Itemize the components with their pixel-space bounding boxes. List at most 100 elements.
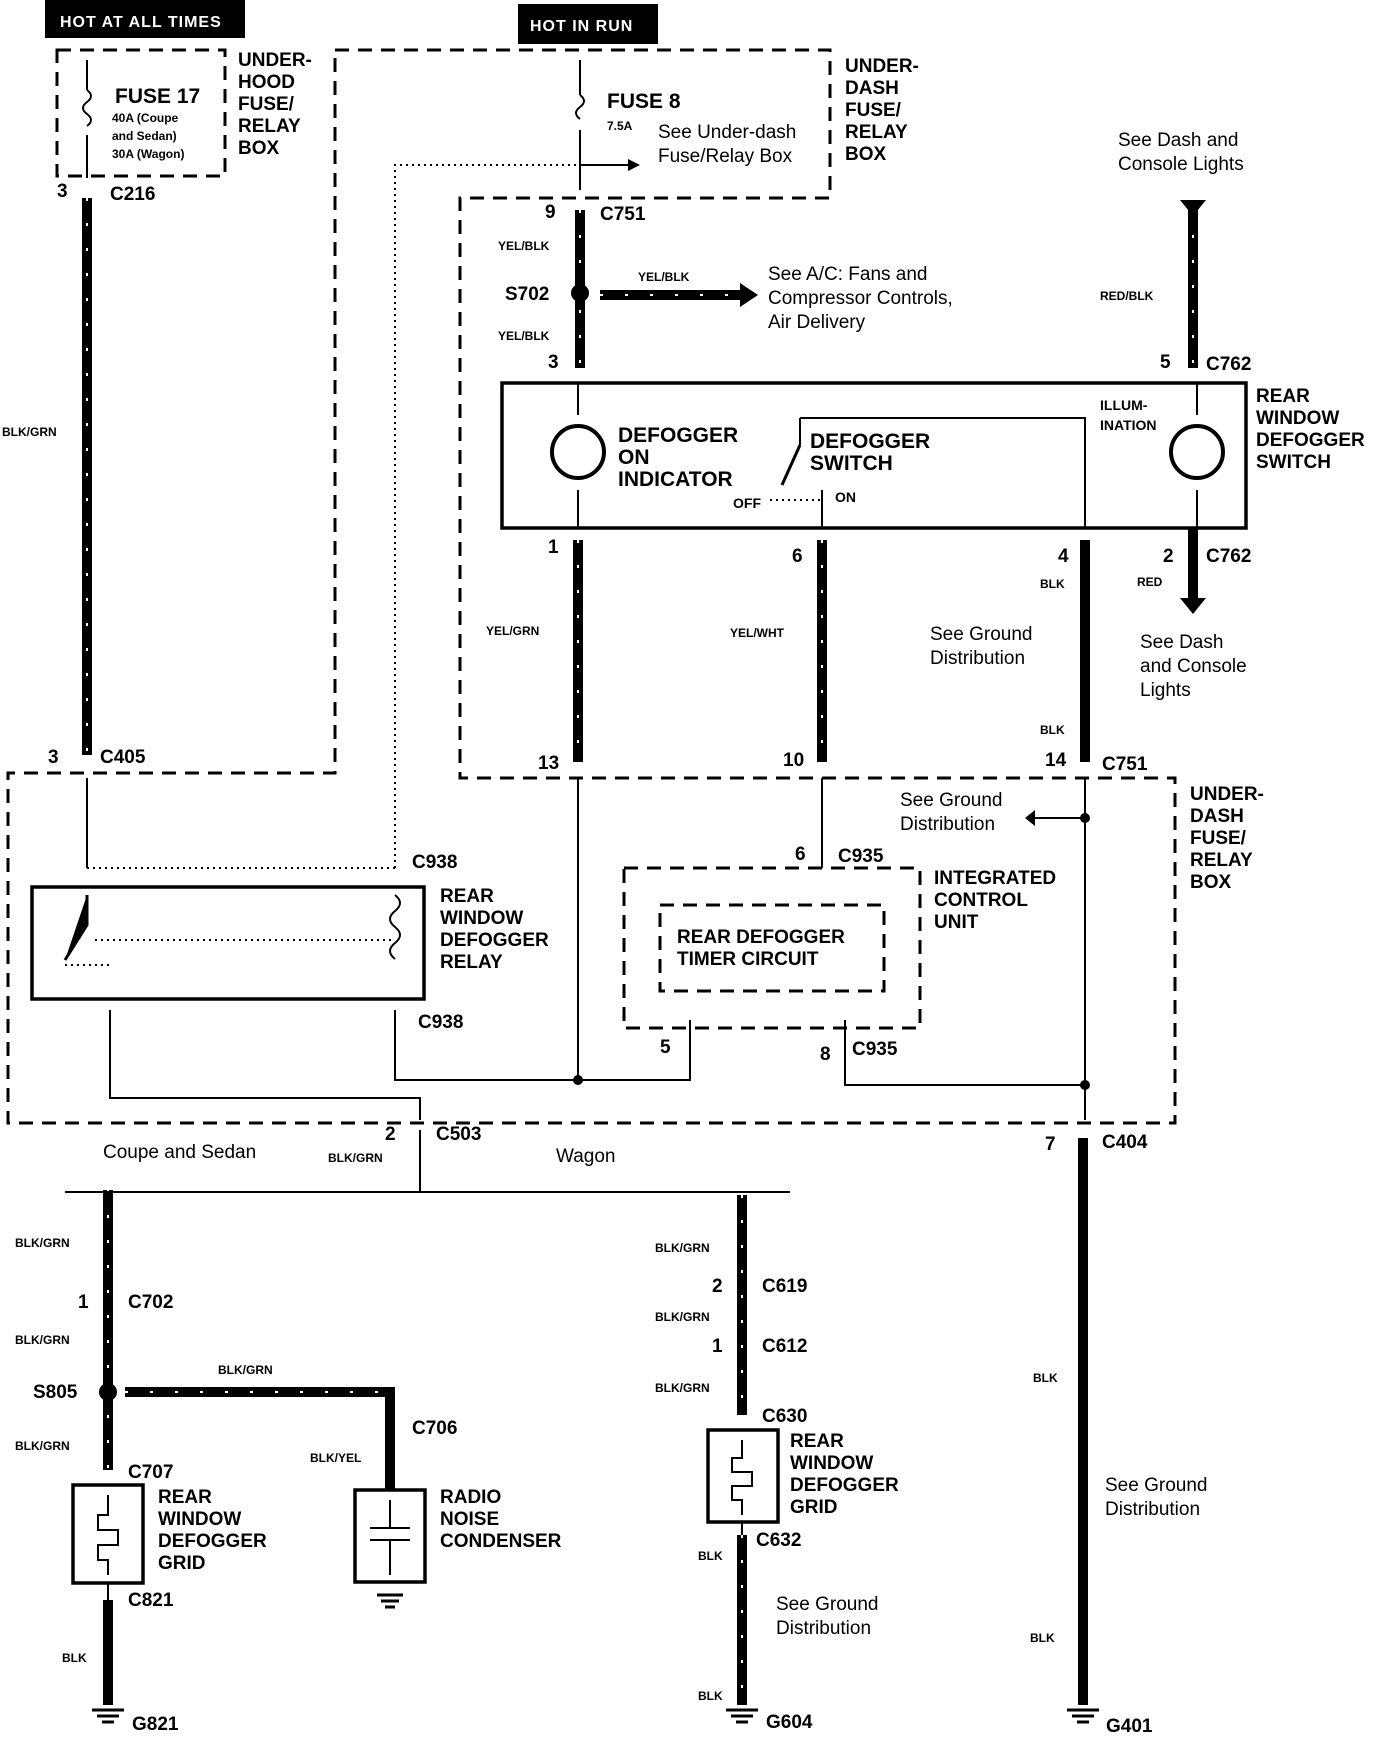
svg-text:DEFOGGER: DEFOGGER xyxy=(618,424,738,447)
svg-text:C404: C404 xyxy=(1102,1132,1148,1153)
svg-text:8: 8 xyxy=(820,1044,831,1065)
svg-text:BOX: BOX xyxy=(1190,872,1232,893)
svg-text:40A (Coupe: 40A (Coupe xyxy=(112,111,179,125)
svg-text:6: 6 xyxy=(792,546,803,567)
svg-text:2: 2 xyxy=(712,1276,723,1297)
svg-text:WINDOW: WINDOW xyxy=(158,1509,241,1530)
svg-text:RELAY: RELAY xyxy=(238,116,301,137)
svg-text:NOISE: NOISE xyxy=(440,1509,499,1530)
svg-text:See Ground: See Ground xyxy=(930,624,1032,645)
svg-text:2: 2 xyxy=(385,1124,396,1145)
svg-text:CONDENSER: CONDENSER xyxy=(440,1531,562,1552)
svg-text:HOOD: HOOD xyxy=(238,72,295,93)
svg-text:C938: C938 xyxy=(412,852,457,873)
svg-text:BLK/GRN: BLK/GRN xyxy=(655,1241,710,1255)
svg-text:BLK: BLK xyxy=(1033,1371,1058,1385)
svg-text:REAR: REAR xyxy=(1256,386,1310,407)
svg-text:10: 10 xyxy=(783,750,804,771)
svg-text:1: 1 xyxy=(712,1336,723,1357)
svg-text:BLK/GRN: BLK/GRN xyxy=(328,1151,383,1165)
svg-text:BLK: BLK xyxy=(1030,1631,1055,1645)
svg-text:C751: C751 xyxy=(600,204,646,225)
svg-text:BLK/GRN: BLK/GRN xyxy=(218,1363,273,1377)
svg-text:BLK: BLK xyxy=(1040,723,1065,737)
svg-text:See Dash: See Dash xyxy=(1140,632,1223,653)
svg-text:RELAY: RELAY xyxy=(845,122,908,143)
svg-text:3: 3 xyxy=(48,747,59,768)
svg-text:GRID: GRID xyxy=(790,1497,838,1518)
hot-in-run-label: HOT IN RUN xyxy=(530,18,633,35)
svg-text:Lights: Lights xyxy=(1140,680,1191,701)
svg-text:DEFOGGER: DEFOGGER xyxy=(440,930,549,951)
ground-g401-icon xyxy=(1067,1708,1099,1724)
svg-text:6: 6 xyxy=(795,844,806,865)
svg-text:UNDER-: UNDER- xyxy=(238,50,312,71)
pin-numbers: 3 9 3 5 1 6 4 2 3 13 10 14 6 5 8 2 7 1 2… xyxy=(48,181,1174,1357)
svg-text:BLK/GRN: BLK/GRN xyxy=(15,1236,70,1250)
svg-text:C762: C762 xyxy=(1206,546,1251,567)
svg-text:SWITCH: SWITCH xyxy=(1256,452,1331,473)
svg-text:4: 4 xyxy=(1058,546,1069,567)
svg-text:and Sedan): and Sedan) xyxy=(112,129,177,143)
svg-text:DEFOGGER: DEFOGGER xyxy=(158,1531,267,1552)
svg-text:7: 7 xyxy=(1045,1134,1056,1155)
svg-text:1: 1 xyxy=(548,537,559,558)
svg-text:7.5A: 7.5A xyxy=(607,119,633,133)
svg-text:Coupe and Sedan: Coupe and Sedan xyxy=(103,1142,256,1163)
svg-text:YEL/BLK: YEL/BLK xyxy=(498,239,550,253)
svg-text:3: 3 xyxy=(57,181,68,202)
icu-outline xyxy=(622,866,922,1030)
connector-labels: C216 C751 C762 C762 C405 C751 C938 C938 … xyxy=(33,184,1251,1737)
svg-text:Wagon: Wagon xyxy=(556,1146,616,1167)
svg-text:2: 2 xyxy=(1163,546,1174,567)
svg-text:See Dash and: See Dash and xyxy=(1118,130,1238,151)
svg-text:Distribution: Distribution xyxy=(776,1618,871,1639)
svg-text:G821: G821 xyxy=(132,1714,179,1735)
svg-text:DEFOGGER: DEFOGGER xyxy=(1256,430,1365,451)
svg-text:BLK: BLK xyxy=(698,1689,723,1703)
svg-text:1: 1 xyxy=(78,1292,89,1313)
svg-text:UNIT: UNIT xyxy=(934,912,979,933)
svg-text:DEFOGGER: DEFOGGER xyxy=(810,430,930,453)
illumination-lamp-icon xyxy=(1169,424,1225,480)
svg-text:RELAY: RELAY xyxy=(1190,850,1253,871)
fuse8-icon xyxy=(575,94,585,120)
svg-text:BOX: BOX xyxy=(845,144,887,165)
svg-text:C503: C503 xyxy=(436,1124,481,1145)
ground-g821-icon xyxy=(92,1708,124,1724)
relay-contact-icon xyxy=(63,895,89,961)
svg-text:REAR: REAR xyxy=(158,1487,212,1508)
svg-text:5: 5 xyxy=(1160,352,1171,373)
svg-text:5: 5 xyxy=(660,1037,671,1058)
svg-text:DASH: DASH xyxy=(845,78,899,99)
svg-text:C405: C405 xyxy=(100,747,146,768)
fuse17-icon xyxy=(82,89,92,127)
svg-text:YEL/BLK: YEL/BLK xyxy=(638,270,690,284)
svg-text:UNDER-: UNDER- xyxy=(845,56,919,77)
ground-condenser-icon xyxy=(377,1593,403,1609)
hot-at-all-times-tab xyxy=(45,0,245,38)
svg-text:YEL/BLK: YEL/BLK xyxy=(498,329,550,343)
svg-text:G604: G604 xyxy=(766,1712,813,1733)
svg-text:BLK: BLK xyxy=(698,1549,723,1563)
svg-text:C619: C619 xyxy=(762,1276,807,1297)
svg-text:FUSE 8: FUSE 8 xyxy=(607,90,681,113)
svg-text:OFF: OFF xyxy=(733,495,761,511)
hot-in-run-tab xyxy=(518,4,658,44)
svg-text:UNDER-: UNDER- xyxy=(1190,784,1264,805)
svg-text:BLK/GRN: BLK/GRN xyxy=(15,1439,70,1453)
svg-text:RADIO: RADIO xyxy=(440,1487,501,1508)
svg-text:C707: C707 xyxy=(128,1462,173,1483)
timer-circuit-outline xyxy=(658,903,886,993)
svg-text:13: 13 xyxy=(538,753,559,774)
svg-text:RED: RED xyxy=(1137,575,1163,589)
dash-lights-top-arrow xyxy=(1180,200,1206,216)
svg-text:C938: C938 xyxy=(418,1012,463,1033)
svg-text:FUSE/: FUSE/ xyxy=(1190,828,1247,849)
svg-text:C216: C216 xyxy=(110,184,155,205)
svg-text:BLK/YEL: BLK/YEL xyxy=(310,1451,361,1465)
svg-text:TIMER CIRCUIT: TIMER CIRCUIT xyxy=(677,949,819,970)
hot-at-all-times-label: HOT AT ALL TIMES xyxy=(60,14,222,31)
svg-text:REAR: REAR xyxy=(790,1431,844,1452)
